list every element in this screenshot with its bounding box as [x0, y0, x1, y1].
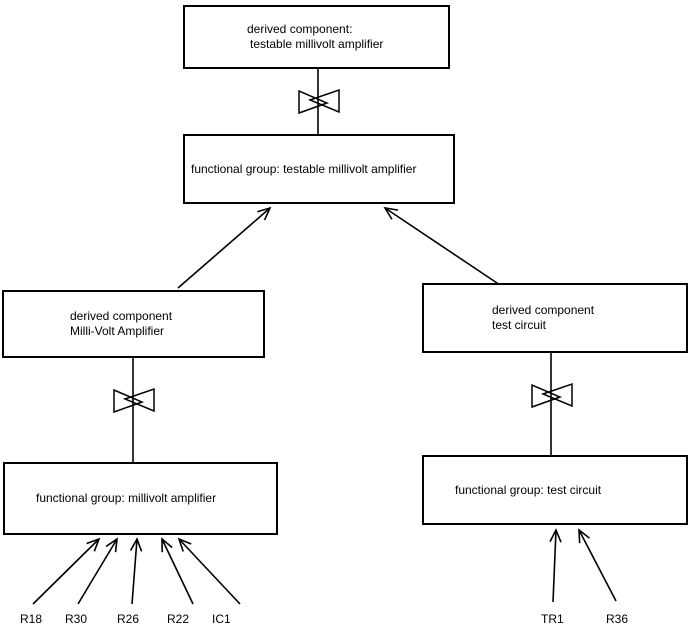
arrow-derived-test-to-fg-testable	[383, 206, 501, 286]
component-label-ic1: IC1	[212, 612, 231, 626]
arrow-derived-millivolt-to-fg-testable	[177, 206, 272, 289]
component-label-tr1: TR1	[541, 612, 564, 626]
node-derived-component-testable-millivolt-amplifier: derived component: testable millivolt am…	[183, 5, 450, 69]
arrow-r22-to-fg-millivolt	[161, 537, 194, 605]
bowtie-icon	[113, 387, 155, 414]
node-label-line: derived component	[492, 303, 595, 317]
node-label-line: testable millivolt amplifier	[250, 37, 384, 51]
node-label-line: derived component	[70, 309, 173, 323]
arrow-r18-to-fg-millivolt	[32, 537, 101, 605]
arrow-r30-to-fg-millivolt	[77, 537, 118, 605]
node-functional-group-millivolt-amplifier: functional group: millivolt amplifier	[3, 462, 278, 535]
arrow-r36-to-fg-test	[578, 528, 617, 602]
node-label: functional group: testable millivolt amp…	[191, 161, 417, 176]
arrow-ic1-to-fg-millivolt	[177, 537, 241, 605]
node-functional-group-test-circuit: functional group: test circuit	[422, 455, 688, 525]
node-label-line: derived component:	[247, 22, 353, 36]
component-label-r26: R26	[117, 612, 140, 626]
node-label-line: Milli-Volt Amplifier	[70, 324, 165, 338]
bowtie-icon	[298, 88, 340, 115]
component-label-r22: R22	[167, 612, 190, 626]
node-label: functional group: test circuit	[455, 482, 602, 497]
arrow-tr1-to-fg-test	[549, 528, 562, 603]
component-label-r36: R36	[606, 612, 629, 626]
node-derived-component-millivolt-amplifier: derived component Milli-Volt Amplifier	[2, 290, 265, 358]
bowtie-icon	[531, 382, 573, 409]
node-functional-group-testable-millivolt-amplifier: functional group: testable millivolt amp…	[183, 134, 455, 204]
component-label-r30: R30	[65, 612, 88, 626]
arrow-r26-to-fg-millivolt	[129, 537, 143, 605]
component-label-r18: R18	[20, 612, 43, 626]
node-derived-component-test-circuit: derived component test circuit	[422, 283, 688, 353]
node-label: functional group: millivolt amplifier	[36, 491, 217, 505]
node-label-line: test circuit	[492, 318, 547, 332]
